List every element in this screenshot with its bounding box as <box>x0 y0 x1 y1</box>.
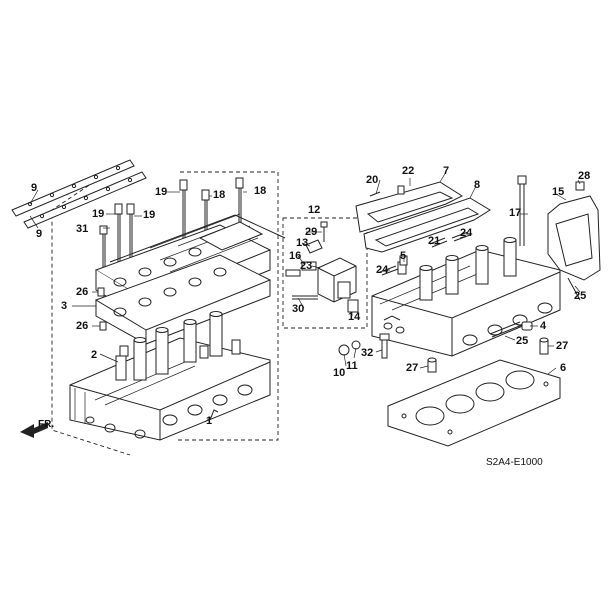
part-label: 23 <box>300 260 313 272</box>
diagram-code: S2A4-E1000 <box>486 457 543 468</box>
part-label: 1 <box>206 415 213 427</box>
part-label: 10 <box>333 367 346 379</box>
part-label: 18 <box>254 185 267 197</box>
part-label: 15 <box>552 186 565 198</box>
part-label: 27 <box>406 362 419 374</box>
part-label: 29 <box>305 226 318 238</box>
left-group-box <box>51 165 279 456</box>
part-label: 28 <box>578 170 591 182</box>
part-label: 4 <box>540 320 547 332</box>
part-label: 9 <box>31 182 38 194</box>
part-label: 8 <box>474 179 481 191</box>
part-label: 20 <box>366 174 379 186</box>
part-label: 24 <box>460 227 473 239</box>
rocker-shafts <box>11 159 147 229</box>
part-label: 17 <box>509 207 522 219</box>
head-cover-gaskets <box>355 181 491 253</box>
part-label: 2 <box>91 349 98 361</box>
part-label: 6 <box>560 362 567 374</box>
part-label: 24 <box>376 264 389 276</box>
part-label: 26 <box>76 320 89 332</box>
part-label: 19 <box>143 209 156 221</box>
part-label: 32 <box>361 347 374 359</box>
vtec-spool-valve <box>285 221 359 313</box>
part-label: 18 <box>213 189 226 201</box>
part-label: 9 <box>36 228 43 240</box>
head-gasket <box>387 359 561 447</box>
part-label: 19 <box>155 186 168 198</box>
part-label: 30 <box>292 303 305 315</box>
left-cylinder-head <box>69 311 271 441</box>
part-label: 11 <box>346 360 358 372</box>
leader-lines <box>29 171 581 423</box>
part-label: 13 <box>296 237 309 249</box>
part-label: 26 <box>76 286 89 298</box>
part-label: 25 <box>574 290 587 302</box>
part-label: 31 <box>76 223 89 235</box>
front-direction-label: FR. <box>38 419 55 430</box>
cover-bracket <box>547 181 601 301</box>
front-arrow <box>20 422 48 438</box>
center-group-box <box>282 217 368 329</box>
part-label: 27 <box>556 340 569 352</box>
part-label: 22 <box>402 165 415 177</box>
part-label: 5 <box>400 250 407 262</box>
part-label: 19 <box>92 208 105 220</box>
part-label: 16 <box>289 250 302 262</box>
part-label: 25 <box>516 335 529 347</box>
right-cylinder-head <box>371 237 561 357</box>
part-label: 21 <box>428 235 441 247</box>
right-small-parts <box>338 175 549 373</box>
camshaft-holders <box>94 213 286 345</box>
part-label: 7 <box>443 165 450 177</box>
part-label: 3 <box>61 300 68 312</box>
part-label: 14 <box>348 311 361 323</box>
part-label: 12 <box>308 204 321 216</box>
